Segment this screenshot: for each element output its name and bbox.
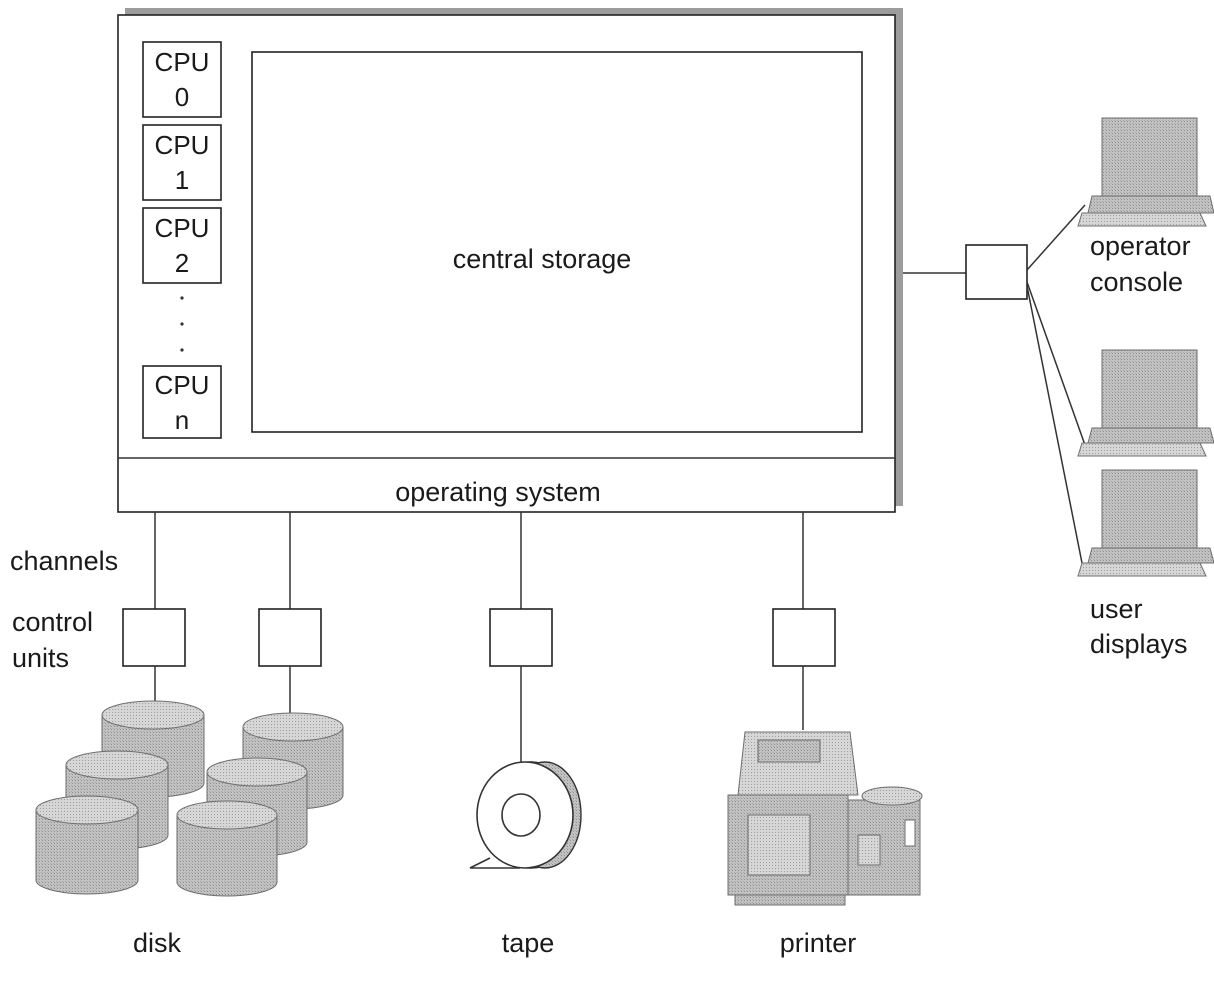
operator-console-label-2: console bbox=[1090, 267, 1183, 297]
cpu-1-name: CPU bbox=[155, 130, 210, 160]
cpu-n-name: CPU bbox=[155, 370, 210, 400]
control-units-label-2: units bbox=[12, 643, 69, 673]
cpu-0: CPU 0 bbox=[142, 41, 222, 118]
user-displays-label-1: user bbox=[1090, 594, 1143, 624]
console-connection bbox=[903, 204, 1086, 569]
terminal-icon bbox=[1077, 117, 1214, 227]
console-control-unit bbox=[965, 244, 1028, 300]
control-unit-printer bbox=[772, 608, 836, 667]
printer-label: printer bbox=[780, 928, 857, 958]
control-unit-disk-1 bbox=[122, 608, 186, 667]
central-storage-label: central storage bbox=[453, 244, 632, 274]
disk-label: disk bbox=[133, 928, 182, 958]
channels bbox=[122, 512, 836, 770]
mainframe: operating system central storage CPU 0 C… bbox=[117, 8, 903, 513]
cpu-0-name: CPU bbox=[155, 47, 210, 77]
terminal-icon bbox=[1077, 469, 1214, 577]
terminal-icon bbox=[1077, 349, 1214, 457]
tape-reel-icon bbox=[469, 761, 582, 869]
channels-label: channels bbox=[10, 546, 118, 576]
control-unit-disk-2 bbox=[258, 608, 322, 667]
disk-stack-icon bbox=[35, 700, 344, 897]
cpu-1-id: 1 bbox=[175, 165, 189, 195]
cpu-2-name: CPU bbox=[155, 213, 210, 243]
cpu-2: CPU 2 bbox=[142, 207, 222, 284]
operator-console-label-1: operator bbox=[1090, 231, 1191, 261]
central-storage bbox=[251, 51, 863, 433]
cpu-1: CPU 1 bbox=[142, 124, 222, 201]
control-units-label-1: control bbox=[12, 607, 93, 637]
user-displays-label-2: displays bbox=[1090, 629, 1188, 659]
tape-label: tape bbox=[502, 928, 555, 958]
cpu-n: CPU n bbox=[142, 365, 222, 439]
printer-icon bbox=[727, 731, 923, 906]
control-unit-tape bbox=[489, 608, 553, 667]
operating-system-label: operating system bbox=[395, 477, 601, 507]
cpu-0-id: 0 bbox=[175, 82, 189, 112]
cpu-ellipsis bbox=[180, 296, 184, 352]
cpu-n-id: n bbox=[175, 405, 189, 435]
cpu-2-id: 2 bbox=[175, 248, 189, 278]
